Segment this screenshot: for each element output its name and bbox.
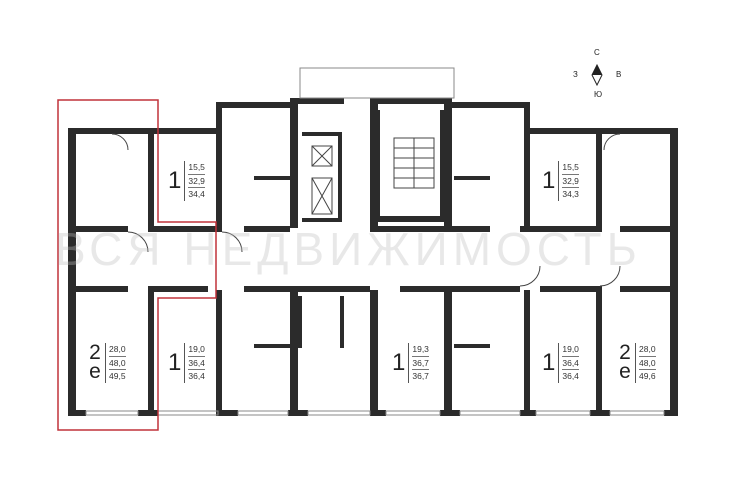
apartment-rooms: 1 — [168, 166, 182, 194]
compass-west: З — [573, 70, 578, 79]
area-with-balcony: 36,4 — [188, 371, 205, 381]
apartment-rooms: 1 — [542, 166, 556, 194]
area-with-balcony: 36,4 — [562, 371, 579, 381]
area-with-balcony: 34,4 — [188, 189, 205, 199]
apartment-label[interactable]: 1 19,3 36,7 36,7 — [392, 343, 429, 383]
total-area: 32,9 — [562, 175, 579, 188]
total-area: 36,4 — [188, 357, 205, 370]
living-area: 28,0 — [639, 343, 656, 357]
apartment-label[interactable]: 2е 28,0 48,0 49,6 — [618, 340, 656, 383]
total-area: 36,4 — [562, 357, 579, 370]
area-with-balcony: 49,6 — [639, 371, 656, 381]
apartment-areas: 15,5 32,9 34,4 — [184, 161, 205, 201]
compass-north: С — [594, 48, 600, 57]
apartment-label[interactable]: 2е 28,0 48,0 49,5 — [88, 340, 126, 383]
apartment-areas: 19,3 36,7 36,7 — [408, 343, 429, 383]
living-area: 19,0 — [562, 343, 579, 357]
total-area: 32,9 — [188, 175, 205, 188]
apartment-rooms: 1 — [392, 348, 406, 376]
apartment-label[interactable]: 1 15,5 32,9 34,4 — [168, 161, 205, 201]
total-area: 48,0 — [109, 357, 126, 370]
apartment-rooms: 1 — [168, 348, 182, 376]
compass-south: Ю — [594, 90, 603, 99]
living-area: 19,3 — [412, 343, 429, 357]
apartment-rooms: 2е — [89, 340, 101, 383]
apartment-label[interactable]: 1 19,0 36,4 36,4 — [168, 343, 205, 383]
total-area: 48,0 — [639, 357, 656, 370]
living-area: 15,5 — [188, 161, 205, 175]
apartment-areas: 19,0 36,4 36,4 — [558, 343, 579, 383]
walls — [68, 98, 678, 416]
apartment-areas: 19,0 36,4 36,4 — [184, 343, 205, 383]
interior-lines — [111, 133, 621, 287]
apartment-areas: 28,0 48,0 49,6 — [635, 343, 656, 383]
living-area: 15,5 — [562, 161, 579, 175]
compass: С З В Ю — [572, 48, 622, 100]
area-with-balcony: 49,5 — [109, 371, 126, 381]
apartment-rooms: 2е — [619, 340, 631, 383]
area-with-balcony: 36,7 — [412, 371, 429, 381]
apartment-rooms: 1 — [542, 348, 556, 376]
living-area: 28,0 — [109, 343, 126, 357]
apartment-label[interactable]: 1 19,0 36,4 36,4 — [542, 343, 579, 383]
apartment-label[interactable]: 1 15,5 32,9 34,3 — [542, 161, 579, 201]
living-area: 19,0 — [188, 343, 205, 357]
compass-east: В — [616, 70, 622, 79]
area-with-balcony: 34,3 — [562, 189, 579, 199]
apartment-areas: 15,5 32,9 34,3 — [558, 161, 579, 201]
highlight-outline — [57, 99, 217, 431]
compass-needle — [591, 63, 603, 87]
apartment-areas: 28,0 48,0 49,5 — [105, 343, 126, 383]
total-area: 36,7 — [412, 357, 429, 370]
